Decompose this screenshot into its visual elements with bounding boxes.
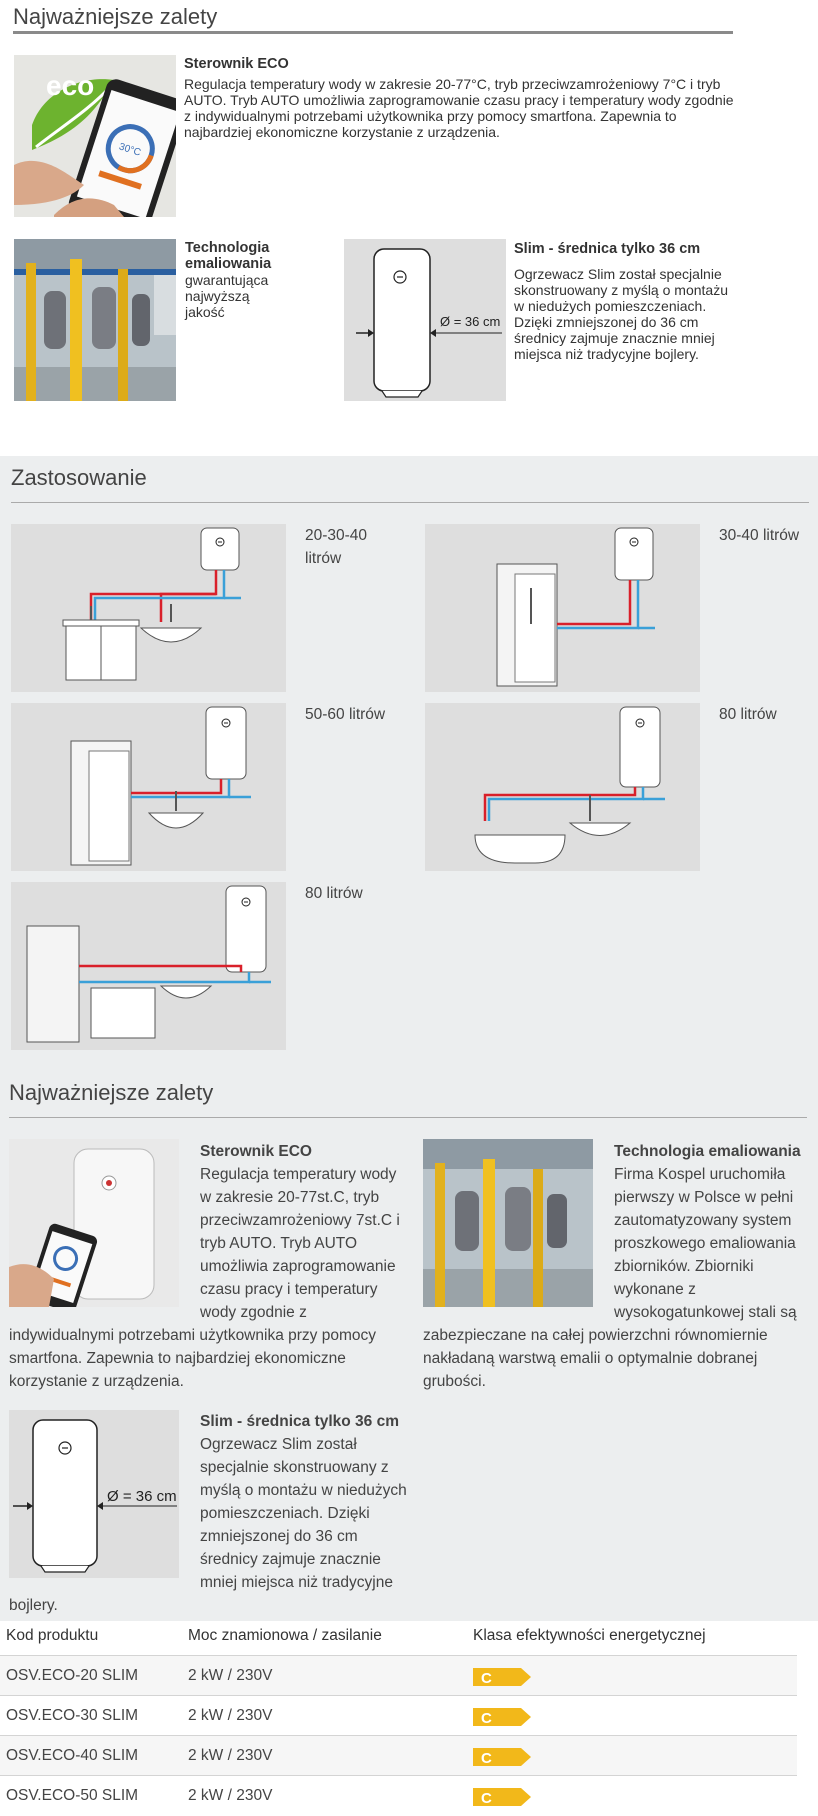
factory-image — [14, 239, 176, 401]
section3-divider — [9, 1117, 807, 1118]
energy-class-letter: C — [481, 1750, 492, 1766]
table-cell-power: 2 kW / 230V — [188, 1667, 273, 1684]
section1-divider — [13, 31, 733, 34]
slim-dim-label: Ø = 36 cm — [440, 314, 501, 329]
eco-feature-desc-2-text: Regulacja temperatury wody w zakresie 20… — [9, 1166, 400, 1390]
application-diagram-5 — [11, 882, 286, 1050]
application-label-2: 30-40 litrów — [719, 527, 800, 544]
eco-feature-title-2: Sterownik ECO — [200, 1143, 312, 1160]
tech-feature-desc-2-text: Firma Kospel uruchomiła pierwszy w Polsc… — [423, 1166, 797, 1390]
eco-heater-phone-image — [9, 1139, 179, 1307]
application-label-4: 80 litrów — [719, 706, 777, 723]
table-cell-code: OSV.ECO-40 SLIM — [6, 1747, 139, 1764]
table-row: OSV.ECO-50 SLIM 2 kW / 230V C — [0, 1775, 797, 1816]
table-row: OSV.ECO-20 SLIM 2 kW / 230V C — [0, 1655, 797, 1696]
tech-feature-title: Technologia emaliowania — [185, 240, 272, 272]
energy-class-badge: C — [473, 1708, 531, 1726]
table-cell-code: OSV.ECO-20 SLIM — [6, 1667, 139, 1684]
slim-feature-desc-2: Ogrzewacz Slim został specjalnie skonstr… — [9, 1433, 409, 1617]
table-row: OSV.ECO-30 SLIM 2 kW / 230V C — [0, 1695, 797, 1736]
application-diagram-1 — [11, 524, 286, 692]
energy-class-letter: C — [481, 1710, 492, 1726]
table-cell-code: OSV.ECO-30 SLIM — [6, 1707, 139, 1724]
energy-class-badge: C — [473, 1748, 531, 1766]
factory-image-2 — [423, 1139, 593, 1307]
slim-dim-label-2: Ø = 36 cm — [107, 1488, 177, 1505]
eco-feature-desc: Regulacja temperatury wody w zakresie 20… — [184, 76, 734, 140]
eco-phone-image: 30°C — [14, 55, 176, 217]
table-cell-power: 2 kW / 230V — [188, 1787, 273, 1804]
table-header-power: Moc znamionowa / zasilanie — [188, 1627, 382, 1644]
section1-title: Najważniejsze zalety — [13, 4, 218, 29]
slim-diagram-image — [344, 239, 506, 401]
eco-logo-text: eco — [46, 70, 95, 101]
table-cell-power: 2 kW / 230V — [188, 1707, 273, 1724]
slim-feature-title-2: Slim - średnica tylko 36 cm — [200, 1413, 400, 1430]
energy-class-badge: C — [473, 1668, 531, 1686]
slim-feature-desc: Ogrzewacz Slim został specjalnie skonstr… — [514, 266, 728, 362]
application-diagram-4 — [425, 703, 700, 871]
energy-class-letter: C — [481, 1670, 492, 1686]
energy-class-letter: C — [481, 1790, 492, 1806]
application-label-3: 50-60 litrów — [305, 706, 386, 723]
product-table: Kod produktu Moc znamionowa / zasilanie … — [0, 1620, 797, 1816]
table-row: OSV.ECO-40 SLIM 2 kW / 230V C — [0, 1735, 797, 1776]
slim-diagram-image-2 — [9, 1410, 179, 1578]
tech-feature-title-2: Technologia emaliowania — [614, 1143, 801, 1160]
slim-feature-title: Slim - średnica tylko 36 cm — [514, 241, 701, 257]
section2-divider — [11, 502, 809, 503]
energy-class-badge: C — [473, 1788, 531, 1806]
application-diagram-2 — [425, 524, 700, 692]
table-cell-power: 2 kW / 230V — [188, 1747, 273, 1764]
eco-feature-desc-2: Regulacja temperatury wody w zakresie 20… — [9, 1163, 409, 1393]
application-label-1: 20-30-40 litrów — [305, 527, 368, 567]
table-header-code: Kod produktu — [6, 1627, 99, 1644]
tech-feature-desc: gwarantująca najwyższą jakość — [185, 272, 269, 320]
eco-feature-title: Sterownik ECO — [184, 56, 289, 72]
table-cell-code: OSV.ECO-50 SLIM — [6, 1787, 139, 1804]
application-diagram-3 — [11, 703, 286, 871]
section3-title: Najważniejsze zalety — [9, 1080, 214, 1105]
table-header-class: Klasa efektywności energetycznej — [473, 1627, 706, 1644]
tech-feature-desc-2: Firma Kospel uruchomiła pierwszy w Polsc… — [423, 1163, 808, 1393]
slim-feature-desc-2-text: Ogrzewacz Slim został specjalnie skonstr… — [9, 1436, 407, 1614]
section2-title: Zastosowanie — [11, 465, 147, 490]
application-label-5: 80 litrów — [305, 885, 363, 902]
